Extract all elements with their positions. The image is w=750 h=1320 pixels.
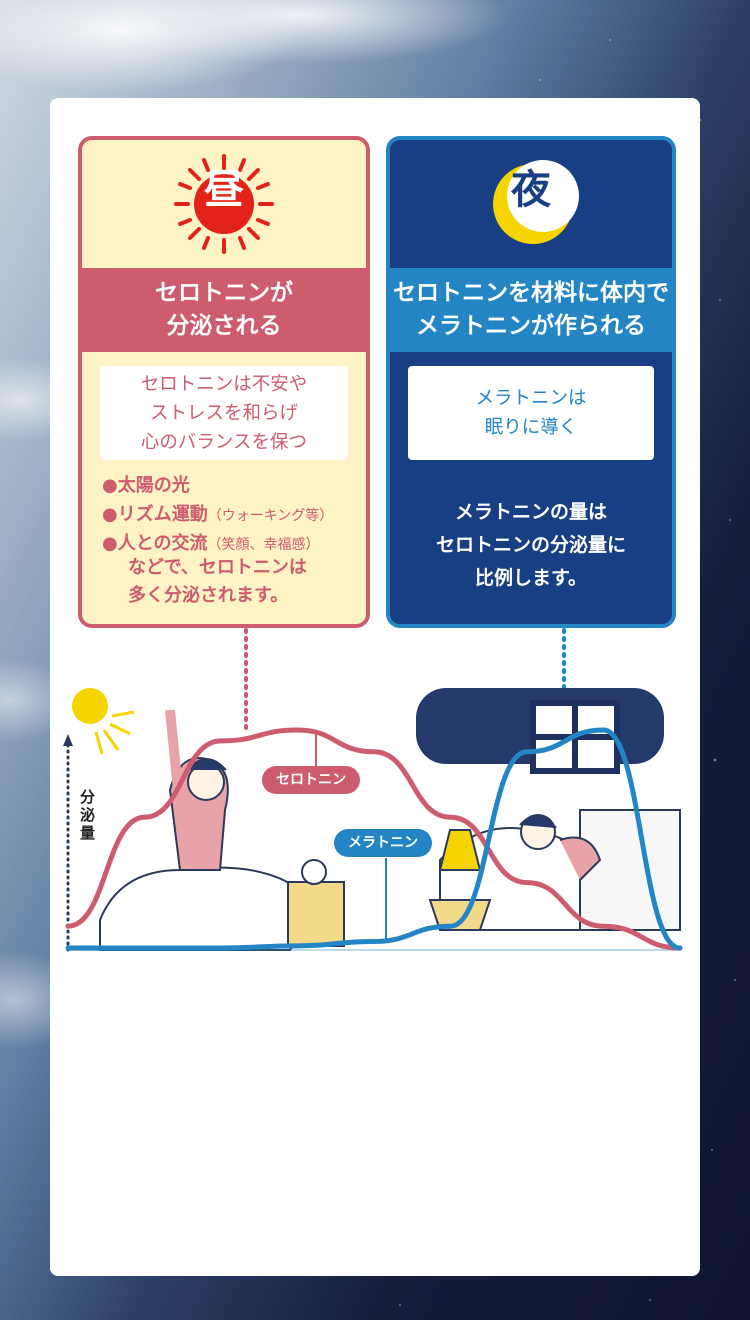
day-bullets: ●太陽の光 ●リズム運動（ウォーキング等） ●人との交流（笑顔、幸福感） — [102, 472, 333, 559]
bullet-item: ●太陽の光 — [102, 475, 190, 496]
night-panel: 夜 セロトニンを材料に体内で メラトニンが作られる メラトニンは 眠りに導く メ… — [386, 136, 676, 628]
sun-emblem-icon — [174, 154, 274, 254]
y-axis-arrow — [63, 734, 73, 746]
night-effect-box: メラトニンは 眠りに導く — [408, 366, 654, 460]
night-text: メラトニンの量は セロトニンの分泌量に 比例します。 — [435, 501, 626, 589]
night-headline: セロトニンを材料に体内で メラトニンが作られる — [390, 268, 672, 352]
secretion-chart — [63, 628, 683, 952]
moon-emblem-icon — [493, 160, 579, 244]
y-axis-label: 分泌量 — [80, 788, 96, 842]
serotonin-label: セロトニン — [262, 766, 360, 794]
melatonin-series-line — [65, 727, 683, 951]
night-emblem-text: 夜 — [511, 166, 551, 213]
day-closing: などで、セロトニンは 多く分泌されます。 — [128, 557, 307, 606]
day-emblem-text: 昼 — [204, 166, 244, 213]
bullet-item: ●人との交流（笑顔、幸福感） — [102, 533, 320, 554]
sun-icon — [72, 688, 135, 755]
melatonin-label: メラトニン — [334, 829, 432, 857]
day-effect-box: セロトニンは不安や ストレスを和らげ 心のバランスを保つ — [100, 366, 348, 460]
bullet-item: ●リズム運動（ウォーキング等） — [102, 504, 334, 525]
serotonin-series-line — [65, 727, 683, 951]
day-headline: セロトニンが 分泌される — [82, 268, 366, 352]
day-bed-illustration — [99, 709, 345, 951]
day-panel: 昼 セロトニンが 分泌される セロトニンは不安や ストレスを和らげ 心のバランス… — [78, 136, 370, 628]
night-window-icon — [416, 688, 664, 774]
